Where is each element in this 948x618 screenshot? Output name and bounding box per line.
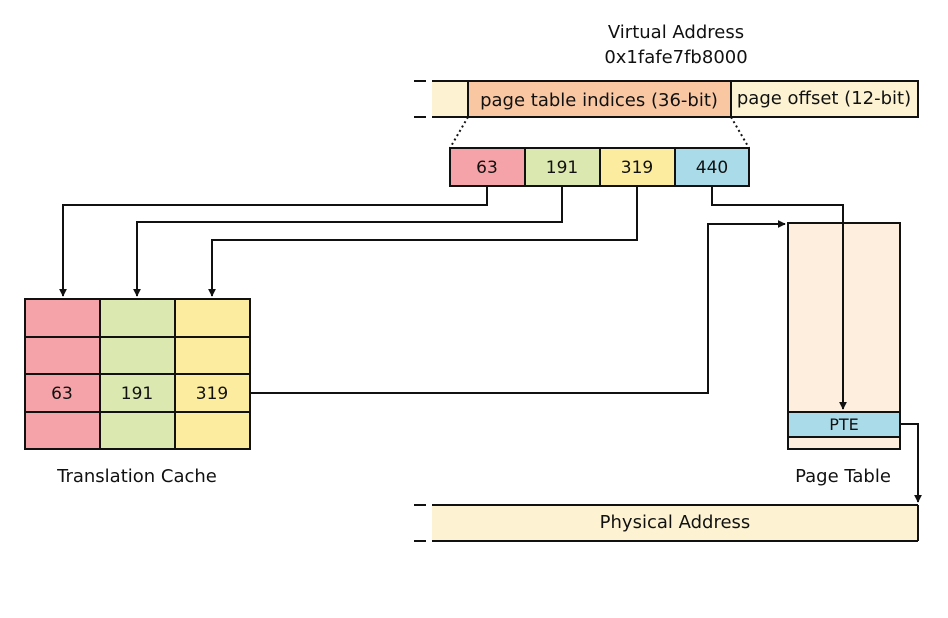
physical-address: Physical Address [414, 504, 919, 542]
index-box-level-4 [674, 147, 750, 187]
page-offset-label: page offset (12-bit) [737, 88, 911, 109]
cache-cell-r4-c1 [24, 411, 101, 450]
arrow-index-3-to-cache [208, 186, 638, 297]
arrow-index-2-to-cache [133, 186, 563, 297]
cache-cell-r1-c2 [99, 298, 176, 338]
cache-cell-r2-c2 [99, 336, 176, 375]
cache-cell-r4-c3 [174, 411, 251, 450]
cache-hit-value-3: 319 [196, 384, 228, 404]
virtual-address-title: Virtual Address [608, 22, 744, 43]
virtual-address: Virtual Address 0x1fafe7fb8000 page tabl… [414, 22, 919, 118]
virtual-address-value: 0x1fafe7fb8000 [604, 47, 747, 68]
index-box-level-1 [449, 147, 526, 187]
virtual-address-high-bits [432, 81, 468, 117]
physical-address-label: Physical Address [600, 512, 751, 533]
translation-cache: 63 191 319 Translation Cache [24, 298, 251, 487]
arrow-cache-to-page-table [250, 220, 786, 394]
expansion-dotted-line-left [449, 116, 469, 149]
arrow-pte-to-physical-address [900, 423, 922, 503]
pte-label: PTE [829, 415, 859, 434]
page-table-entry [787, 411, 901, 438]
cache-hit-value-2: 191 [121, 384, 153, 404]
cache-hit-value-1: 63 [51, 384, 73, 404]
page-offset-field [730, 80, 919, 118]
arrow-index-1-to-cache [59, 186, 488, 297]
arrow-index-4-to-pte [711, 186, 847, 410]
index-level-4-value: 440 [696, 158, 728, 178]
translation-cache-label: Translation Cache [56, 466, 217, 487]
cache-cell-r2-c1 [24, 336, 101, 375]
expansion-dotted-line-right [730, 116, 750, 149]
page-table-indices-label: page table indices (36-bit) [480, 90, 718, 111]
physical-address-field [432, 505, 918, 541]
cache-cell-r1-c3 [174, 298, 251, 338]
page-table-label: Page Table [795, 466, 891, 487]
index-level-3-value: 319 [621, 158, 653, 178]
cache-cell-r4-c2 [99, 411, 176, 450]
cache-cell-r1-c1 [24, 298, 101, 338]
index-level-1-value: 63 [476, 158, 498, 178]
cache-cell-r2-c3 [174, 336, 251, 375]
arrows [59, 186, 922, 503]
index-level-2-value: 191 [546, 158, 578, 178]
index-boxes: 63 191 319 440 [449, 147, 750, 187]
page-table-indices-field [467, 80, 732, 118]
